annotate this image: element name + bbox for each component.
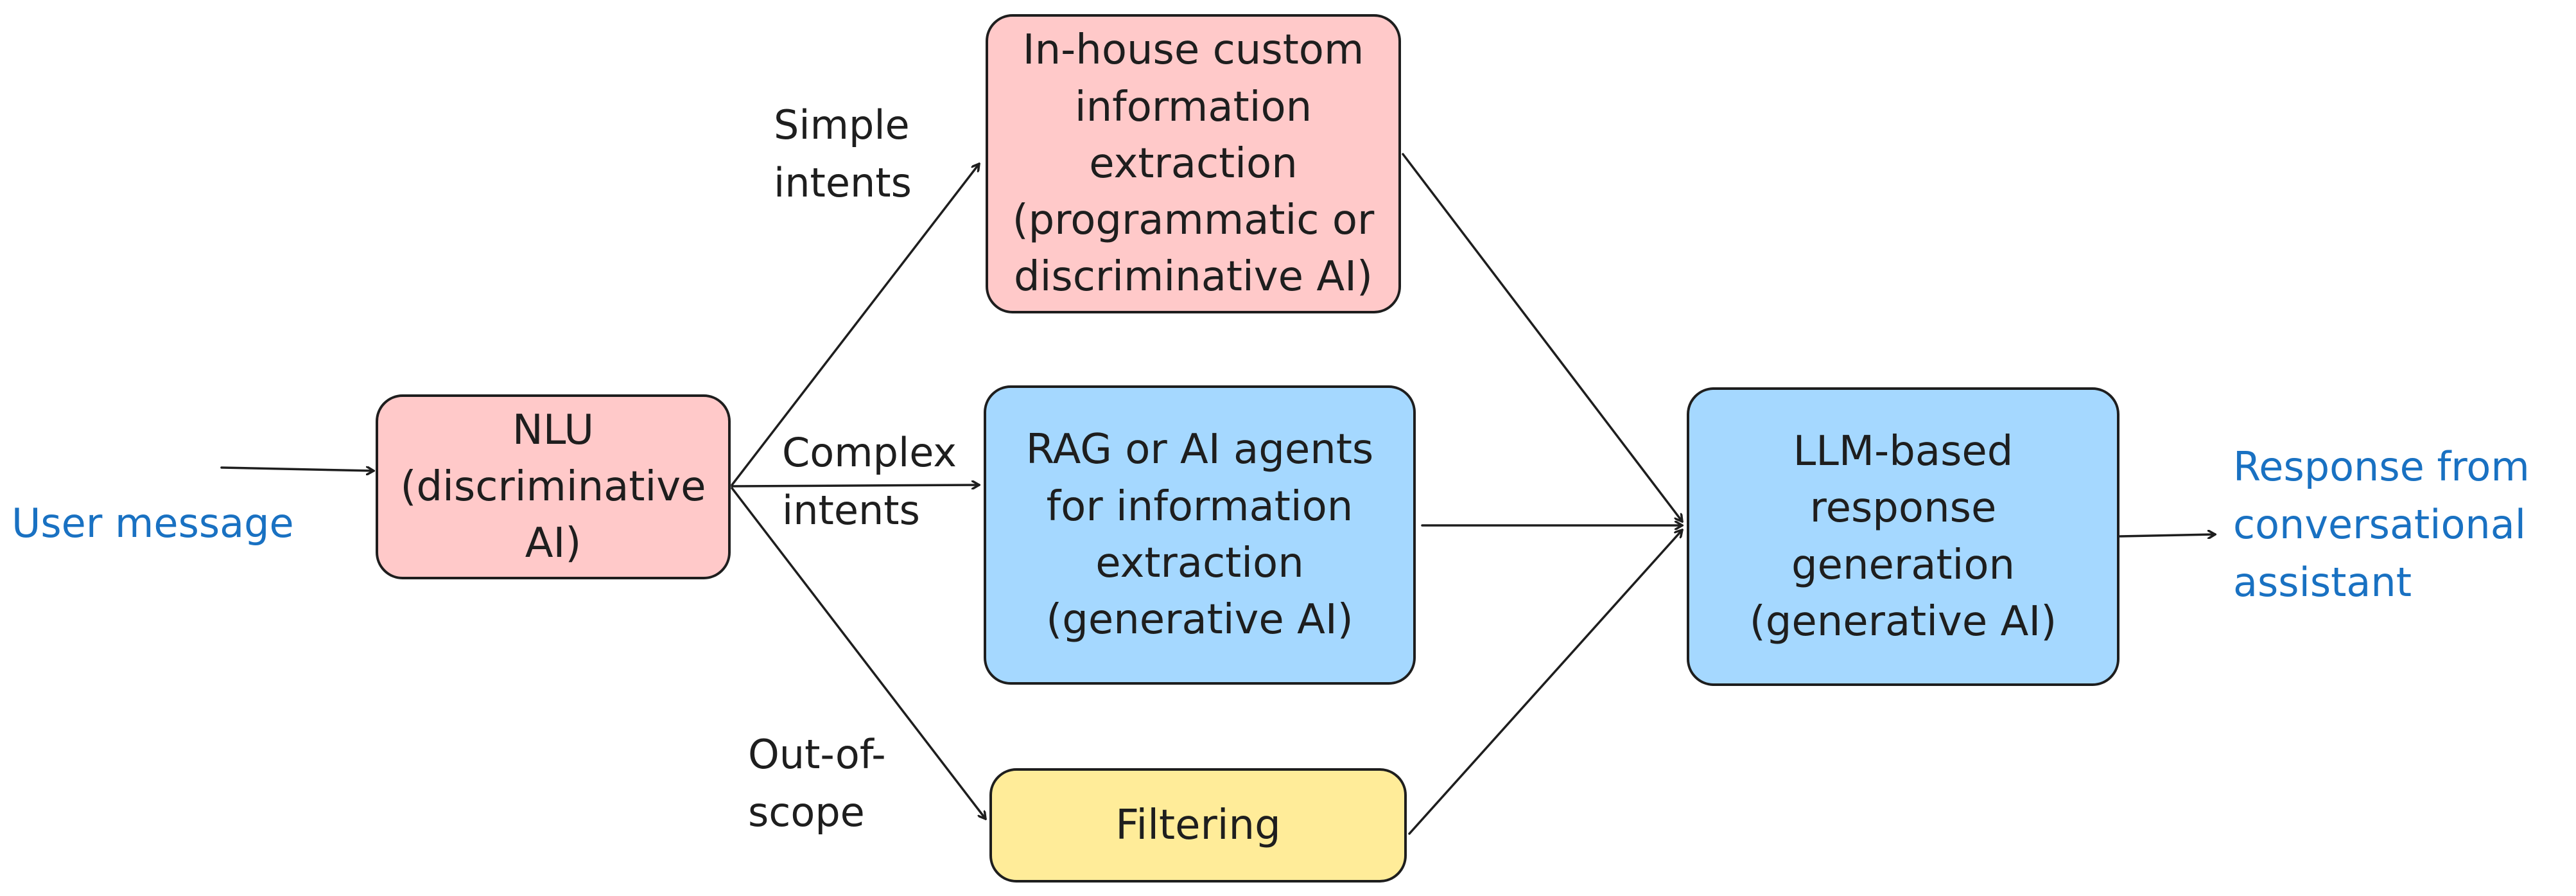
rag-agents-line-3: extraction [1095,540,1304,587]
custom-extraction-line-3: extraction [1089,139,1298,188]
filtering-node: Filtering [989,768,1407,883]
user-message-label: User message [12,495,294,552]
simple-intents-line-2: intents [774,159,912,206]
llm-generation-line-4: (generative AI) [1749,597,2057,646]
rag-agents-line-4: (generative AI) [1046,596,1353,644]
response-line-2: conversational [2233,500,2526,548]
rag-agents-line-2: for information [1046,482,1353,531]
simple-intents-line-1: Simple [774,101,910,148]
complex-intents-label: Complex intents [782,424,957,540]
custom-extraction-line-5: discriminative AI) [1013,253,1373,301]
arrow-nlu-to-rag-agents [731,485,979,486]
custom-extraction-line-1: In-house custom [1022,26,1364,75]
arrow-nlu-to-filtering [731,487,986,819]
custom-extraction-line-2: information [1074,83,1312,131]
filtering-label: Filtering [1115,801,1281,849]
out-of-scope-line-2: scope [748,788,865,836]
arrow-filtering-to-llm [1408,530,1682,835]
nlu-line-2: (discriminative [400,462,706,511]
response-line-1: Response from [2233,443,2530,490]
custom-extraction-node: In-house custom information extraction (… [986,14,1401,313]
simple-intents-label: Simple intents [774,96,912,212]
nlu-line-1: NLU [512,406,595,454]
response-line-3: assistant [2233,558,2412,606]
arrow-nlu-to-custom-extraction [731,164,979,486]
arrow-user-to-nlu [220,468,374,471]
complex-intents-line-1: Complex [782,429,957,476]
custom-extraction-line-4: (programmatic or [1012,197,1375,245]
rag-agents-line-1: RAG or AI agents [1025,426,1374,474]
nlu-line-3: AI) [525,520,582,568]
response-label: Response from conversational assistant [2233,438,2530,611]
user-message-text: User message [12,500,294,547]
out-of-scope-label: Out-of- scope [748,726,886,841]
llm-generation-node: LLM-based response generation (generativ… [1687,387,2119,686]
arrow-custom-extraction-to-llm [1402,153,1682,522]
rag-agents-node: RAG or AI agents for information extract… [984,385,1416,685]
llm-generation-line-2: response [1809,484,1997,532]
nlu-node: NLU (discriminative AI) [376,394,731,579]
out-of-scope-line-1: Out-of- [748,731,886,778]
llm-generation-line-3: generation [1791,541,2015,589]
llm-generation-line-1: LLM-based [1793,427,2014,475]
complex-intents-line-2: intents [782,486,920,534]
arrow-llm-to-response [2119,534,2215,536]
